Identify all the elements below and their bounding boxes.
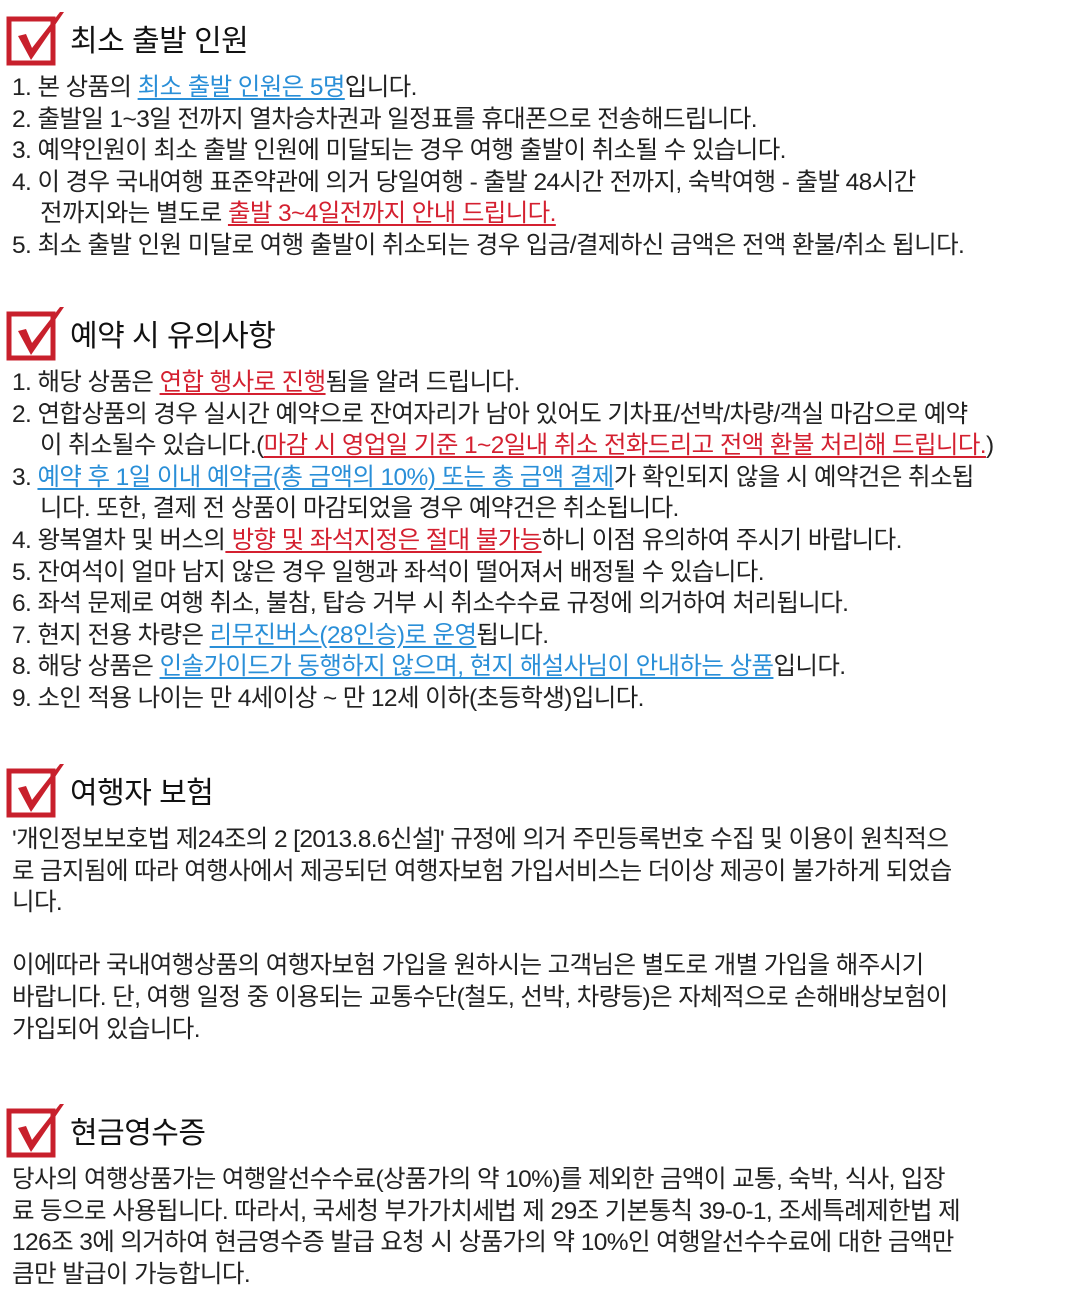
text-line: 이에따라 국내여행상품의 여행자보험 가입을 원하시는 고객님은 별도로 개별 … [0, 950, 1080, 982]
text-segment: 로 금지됨에 따라 여행사에서 제공되던 여행자보험 가입서비스는 더이상 제공… [12, 857, 952, 885]
highlighted-text: 방향 및 좌석지정은 절대 불가능 [225, 526, 543, 554]
text-line: 로 금지됨에 따라 여행사에서 제공되던 여행자보험 가입서비스는 더이상 제공… [0, 856, 1080, 888]
text-segment: 2. 출발일 1~3일 전까지 열차승차권과 일정표를 휴대폰으로 전송해드립니… [12, 105, 758, 133]
text-line: 2. 연합상품의 경우 실시간 예약으로 잔여자리가 남아 있어도 기차표/선박… [0, 399, 1080, 431]
text-line: 니다. 또한, 결제 전 상품이 마감되었을 경우 예약건은 취소됩니다. [0, 493, 1080, 525]
section-title: 예약 시 유의사항 [70, 320, 276, 353]
section-body: 당사의 여행상품가는 여행알선수수료(상품가의 약 10%)를 제외한 금액이 … [0, 1164, 1080, 1290]
text-segment: ) [986, 432, 994, 460]
highlighted-text: 예약 후 1일 이내 예약금(총 금액의 10%) 또는 총 금액 결제 [37, 463, 614, 491]
text-segment: 가입되어 있습니다. [12, 1015, 201, 1043]
text-segment: 하니 이점 유의하여 주시기 바랍니다. [541, 526, 903, 554]
text-segment: 이 취소될수 있습니다.( [40, 432, 264, 460]
text-line: 3. 예약인원이 최소 출발 인원에 미달되는 경우 여행 출발이 취소될 수 … [0, 135, 1080, 167]
text-line: 전까지와는 별도로 출발 3~4일전까지 안내 드립니다. [0, 198, 1080, 230]
text-line: 이 취소될수 있습니다.(마감 시 영업일 기준 1~2일내 취소 전화드리고 … [0, 430, 1080, 462]
text-line: 126조 3에 의거하여 현금영수증 발급 요청 시 상품가의 약 10%인 여… [0, 1227, 1080, 1259]
text-segment: 됩니다. [476, 621, 549, 649]
text-line: 료 등으로 사용됩니다. 따라서, 국세청 부가가치세법 제 29조 기본통칙 … [0, 1196, 1080, 1228]
text-segment: 료 등으로 사용됩니다. 따라서, 국세청 부가가치세법 제 29조 기본통칙 … [12, 1197, 961, 1225]
section-title: 현금영수증 [70, 1117, 206, 1150]
section-heading: 여행자 보험 [0, 762, 1080, 818]
text-line: 3. 예약 후 1일 이내 예약금(총 금액의 10%) 또는 총 금액 결제가… [0, 462, 1080, 494]
section-body: '개인정보보호법 제24조의 2 [2013.8.6신설]' 규정에 의거 주민… [0, 824, 1080, 1045]
text-segment: '개인정보보호법 제24조의 2 [2013.8.6신설]' 규정에 의거 주민… [12, 826, 949, 853]
section-title: 최소 출발 인원 [70, 25, 249, 58]
section-body: 1. 해당 상품은 연합 행사로 진행됨을 알려 드립니다.2. 연합상품의 경… [0, 367, 1080, 715]
text-line: 4. 이 경우 국내여행 표준약관에 의거 당일여행 - 출발 24시간 전까지… [0, 167, 1080, 199]
text-segment: 입니다. [344, 74, 418, 101]
text-line: 5. 최소 출발 인원 미달로 여행 출발이 취소되는 경우 입금/결제하신 금… [0, 230, 1080, 262]
text-line: 당사의 여행상품가는 여행알선수수료(상품가의 약 10%)를 제외한 금액이 … [0, 1164, 1080, 1196]
text-segment: 8. 해당 상품은 [12, 653, 160, 681]
text-line: 1. 해당 상품은 연합 행사로 진행됨을 알려 드립니다. [0, 367, 1080, 399]
highlighted-text: 연합 행사로 진행 [159, 369, 327, 396]
text-segment: 3. [12, 463, 38, 491]
text-segment: 당사의 여행상품가는 여행알선수수료(상품가의 약 10%)를 제외한 금액이 … [12, 1166, 945, 1193]
text-segment: 1. 본 상품의 [12, 74, 138, 101]
text-segment: 이에따라 국내여행상품의 여행자보험 가입을 원하시는 고객님은 별도로 개별 … [12, 952, 924, 980]
checkbox-check-icon [6, 762, 68, 818]
text-segment: 4. 이 경우 국내여행 표준약관에 의거 당일여행 - 출발 24시간 전까지… [12, 168, 916, 196]
text-segment: 가 확인되지 않을 시 예약건은 취소됩 [613, 463, 975, 491]
text-line: 9. 소인 적용 나이는 만 4세이상 ~ 만 12세 이하(초등학생)입니다. [0, 683, 1080, 715]
text-segment: 5. 최소 출발 인원 미달로 여행 출발이 취소되는 경우 입금/결제하신 금… [12, 231, 965, 259]
text-line: 니다. [0, 887, 1080, 919]
blank-line [0, 919, 1080, 951]
text-line: 8. 해당 상품은 인솔가이드가 동행하지 않으며, 현지 해설사님이 안내하는… [0, 651, 1080, 683]
text-line: 가입되어 있습니다. [0, 1014, 1080, 1046]
section-heading: 예약 시 유의사항 [0, 305, 1080, 361]
highlighted-text: 인솔가이드가 동행하지 않으며, 현지 해설사님이 안내하는 상품 [159, 653, 774, 681]
text-segment: 바랍니다. 단, 여행 일정 중 이용되는 교통수단(철도, 선박, 차량등)은… [12, 983, 948, 1011]
text-segment: 전까지와는 별도로 [40, 200, 228, 228]
text-segment: 5. 잔여석이 얼마 남지 않은 경우 일행과 좌석이 떨어져서 배정될 수 있… [12, 558, 765, 586]
checkbox-check-icon [6, 1102, 68, 1158]
section-title: 여행자 보험 [70, 777, 214, 810]
text-segment: 9. 소인 적용 나이는 만 4세이상 ~ 만 12세 이하(초등학생)입니다. [12, 684, 644, 712]
text-line: 2. 출발일 1~3일 전까지 열차승차권과 일정표를 휴대폰으로 전송해드립니… [0, 104, 1080, 136]
text-segment: 126조 3에 의거하여 현금영수증 발급 요청 시 상품가의 약 10%인 여… [12, 1229, 954, 1257]
checkbox-check-icon [6, 10, 68, 66]
section-body: 1. 본 상품의 최소 출발 인원은 5명입니다.2. 출발일 1~3일 전까지… [0, 72, 1080, 262]
text-segment: 2. 연합상품의 경우 실시간 예약으로 잔여자리가 남아 있어도 기차표/선박… [12, 400, 968, 428]
text-line: 바랍니다. 단, 여행 일정 중 이용되는 교통수단(철도, 선박, 차량등)은… [0, 982, 1080, 1014]
text-segment: 3. 예약인원이 최소 출발 인원에 미달되는 경우 여행 출발이 취소될 수 … [12, 137, 786, 165]
text-line: 7. 현지 전용 차량은 리무진버스(28인승)로 운영됩니다. [0, 620, 1080, 652]
text-segment: 6. 좌석 문제로 여행 취소, 불참, 탑승 거부 시 취소수수료 규정에 의… [12, 590, 849, 618]
highlighted-text: 리무진버스(28인승)로 운영 [209, 621, 477, 649]
section-traveler-insurance: 여행자 보험 '개인정보보호법 제24조의 2 [2013.8.6신설]' 규정에… [0, 762, 1080, 1045]
text-line: 1. 본 상품의 최소 출발 인원은 5명입니다. [0, 72, 1080, 104]
text-line: '개인정보보호법 제24조의 2 [2013.8.6신설]' 규정에 의거 주민… [0, 824, 1080, 856]
text-line: 6. 좌석 문제로 여행 취소, 불참, 탑승 거부 시 취소수수료 규정에 의… [0, 588, 1080, 620]
text-segment: 니다. [12, 889, 63, 917]
highlighted-text: 출발 3~4일전까지 안내 드립니다. [227, 200, 556, 228]
highlighted-text: 최소 출발 인원은 5명 [137, 74, 346, 101]
text-segment: 큼만 발급이 가능합니다. [12, 1260, 251, 1288]
text-segment: 입니다. [773, 653, 846, 681]
checkbox-check-icon [6, 305, 68, 361]
text-line: 4. 왕복열차 및 버스의 방향 및 좌석지정은 절대 불가능하니 이점 유의하… [0, 525, 1080, 557]
text-line: 큼만 발급이 가능합니다. [0, 1259, 1080, 1291]
text-line: 5. 잔여석이 얼마 남지 않은 경우 일행과 좌석이 떨어져서 배정될 수 있… [0, 557, 1080, 589]
highlighted-text: 마감 시 영업일 기준 1~2일내 취소 전화드리고 전액 환불 처리해 드립니… [263, 432, 987, 460]
text-segment: 4. 왕복열차 및 버스의 [12, 526, 226, 554]
section-heading: 최소 출발 인원 [0, 10, 1080, 66]
text-segment: 1. 해당 상품은 [12, 369, 160, 396]
section-heading: 현금영수증 [0, 1102, 1080, 1158]
text-segment: 됨을 알려 드립니다. [325, 369, 521, 396]
text-segment: 니다. 또한, 결제 전 상품이 마감되었을 경우 예약건은 취소됩니다. [40, 495, 679, 523]
text-segment: 7. 현지 전용 차량은 [12, 621, 210, 649]
